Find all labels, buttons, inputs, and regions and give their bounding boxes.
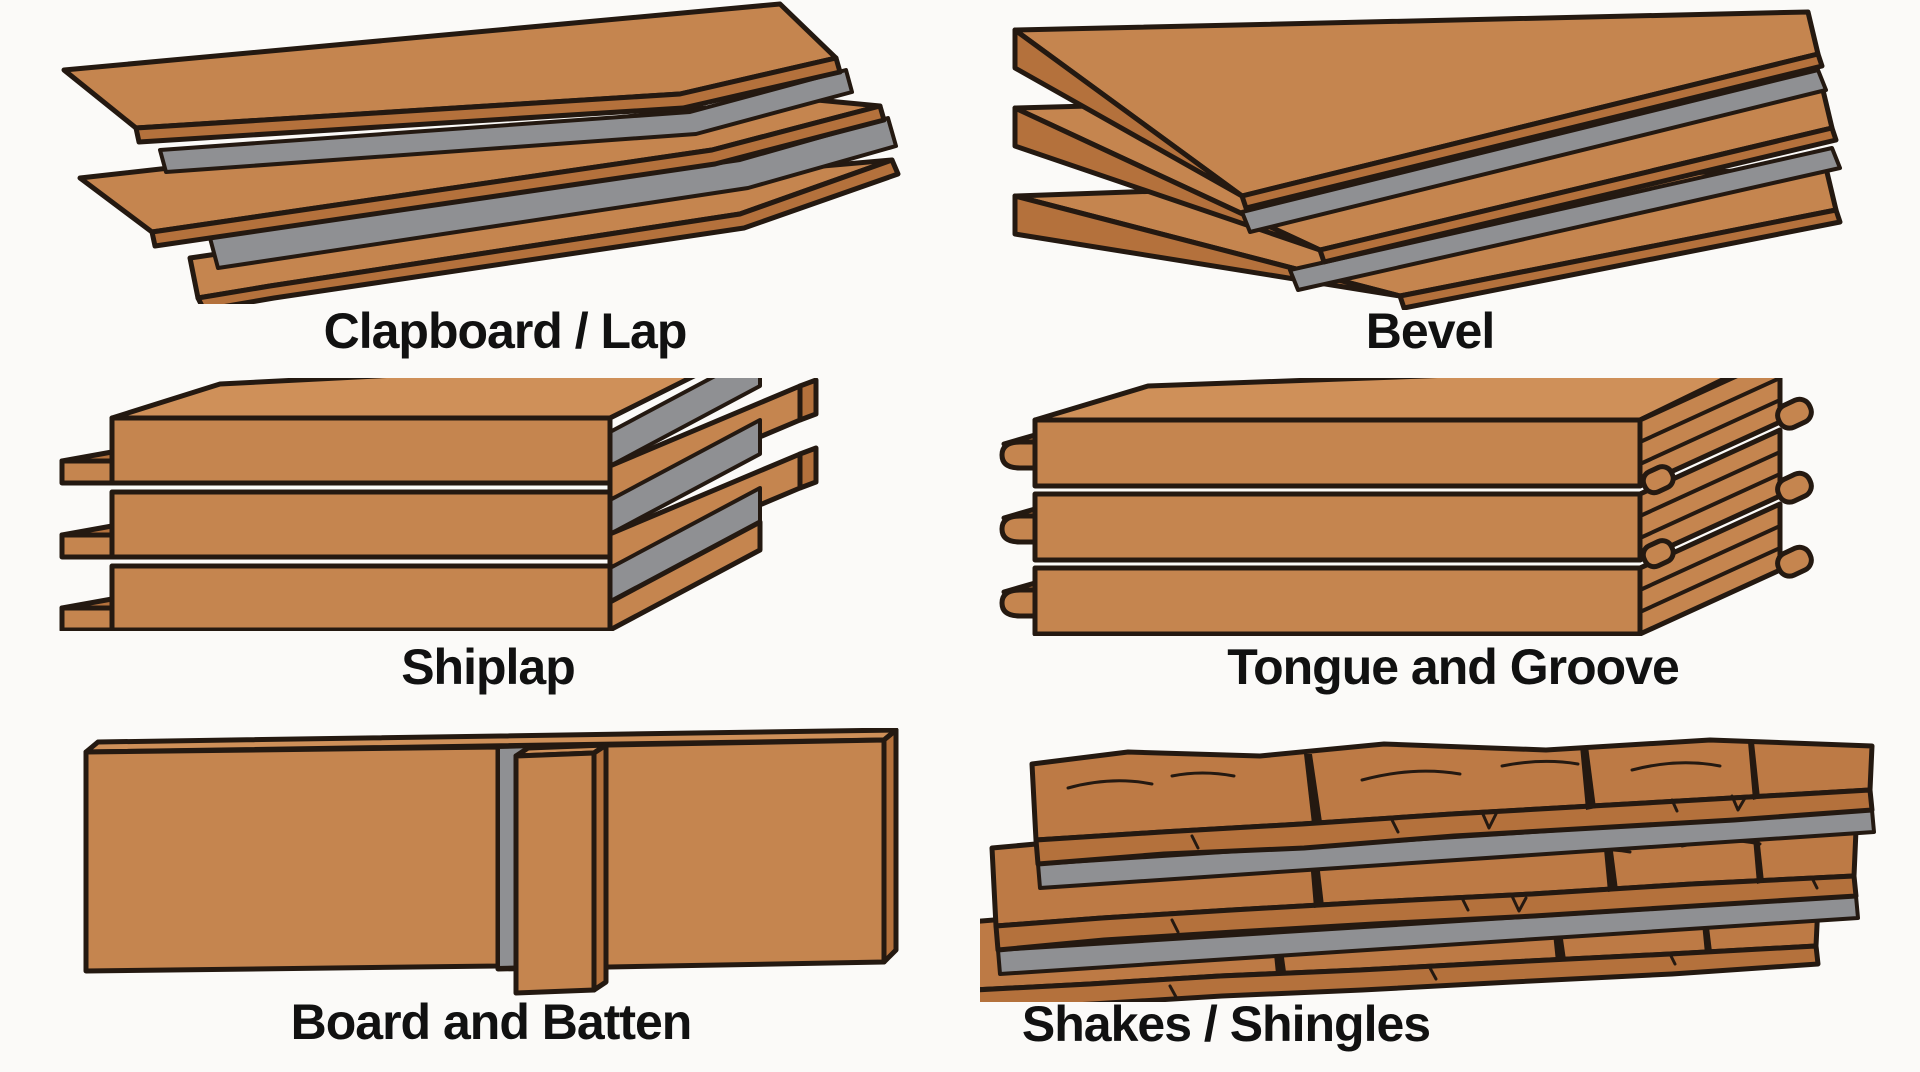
board [999, 565, 1643, 636]
panel-bevel: Bevel [980, 0, 1880, 368]
shakes-shingles-illustration [980, 737, 1876, 1002]
shadow-gap [1288, 146, 1842, 292]
panel-shiplap: Shiplap [40, 378, 960, 708]
tongue-knob [1775, 470, 1814, 505]
tongue [999, 587, 1038, 619]
bevel-illustration [1012, 9, 1843, 310]
board-end-cap [797, 445, 819, 491]
stack-top-face [1032, 378, 1732, 423]
panel-shakes-shingles: Shakes / Shingles [980, 722, 1880, 1072]
tongue [999, 513, 1038, 545]
panel-tongue-and-groove: Tongue and Groove [980, 378, 1900, 708]
tongue-knob [1775, 396, 1814, 431]
shiplap-illustration [59, 378, 819, 631]
shiplap-label: Shiplap [401, 639, 576, 695]
panel-clapboard-lap: Clapboard / Lap [40, 0, 940, 368]
board [59, 563, 613, 631]
stack-top-face [109, 378, 696, 421]
panel-board-and-batten: Board and Batten [46, 728, 926, 1072]
shadow-gap [158, 68, 854, 174]
batten [513, 742, 609, 996]
board [999, 417, 1643, 489]
board [999, 491, 1643, 563]
tongue-and-groove-illustration [999, 378, 1814, 636]
clapboard-lap-illustration [61, 1, 901, 304]
board [61, 1, 843, 145]
board-and-batten-illustration [83, 728, 899, 996]
tongue-knob [1640, 464, 1676, 496]
board-and-batten-label: Board and Batten [290, 994, 693, 1050]
tongue-knob [1775, 544, 1814, 579]
tongue-and-groove-label: Tongue and Groove [1227, 639, 1680, 695]
tongue [999, 439, 1038, 471]
tongue-knob [1640, 538, 1676, 570]
board-end-cap [797, 378, 819, 423]
clapboard-lap-label: Clapboard / Lap [323, 303, 688, 359]
bevel-label: Bevel [1365, 303, 1495, 359]
board [1012, 9, 1825, 211]
shadow-gap [1240, 68, 1828, 234]
board [83, 744, 501, 974]
board [59, 415, 613, 486]
shakes-shingles-label: Shakes / Shingles [1021, 996, 1431, 1052]
board [59, 489, 613, 560]
shingle-course [1029, 737, 1875, 867]
